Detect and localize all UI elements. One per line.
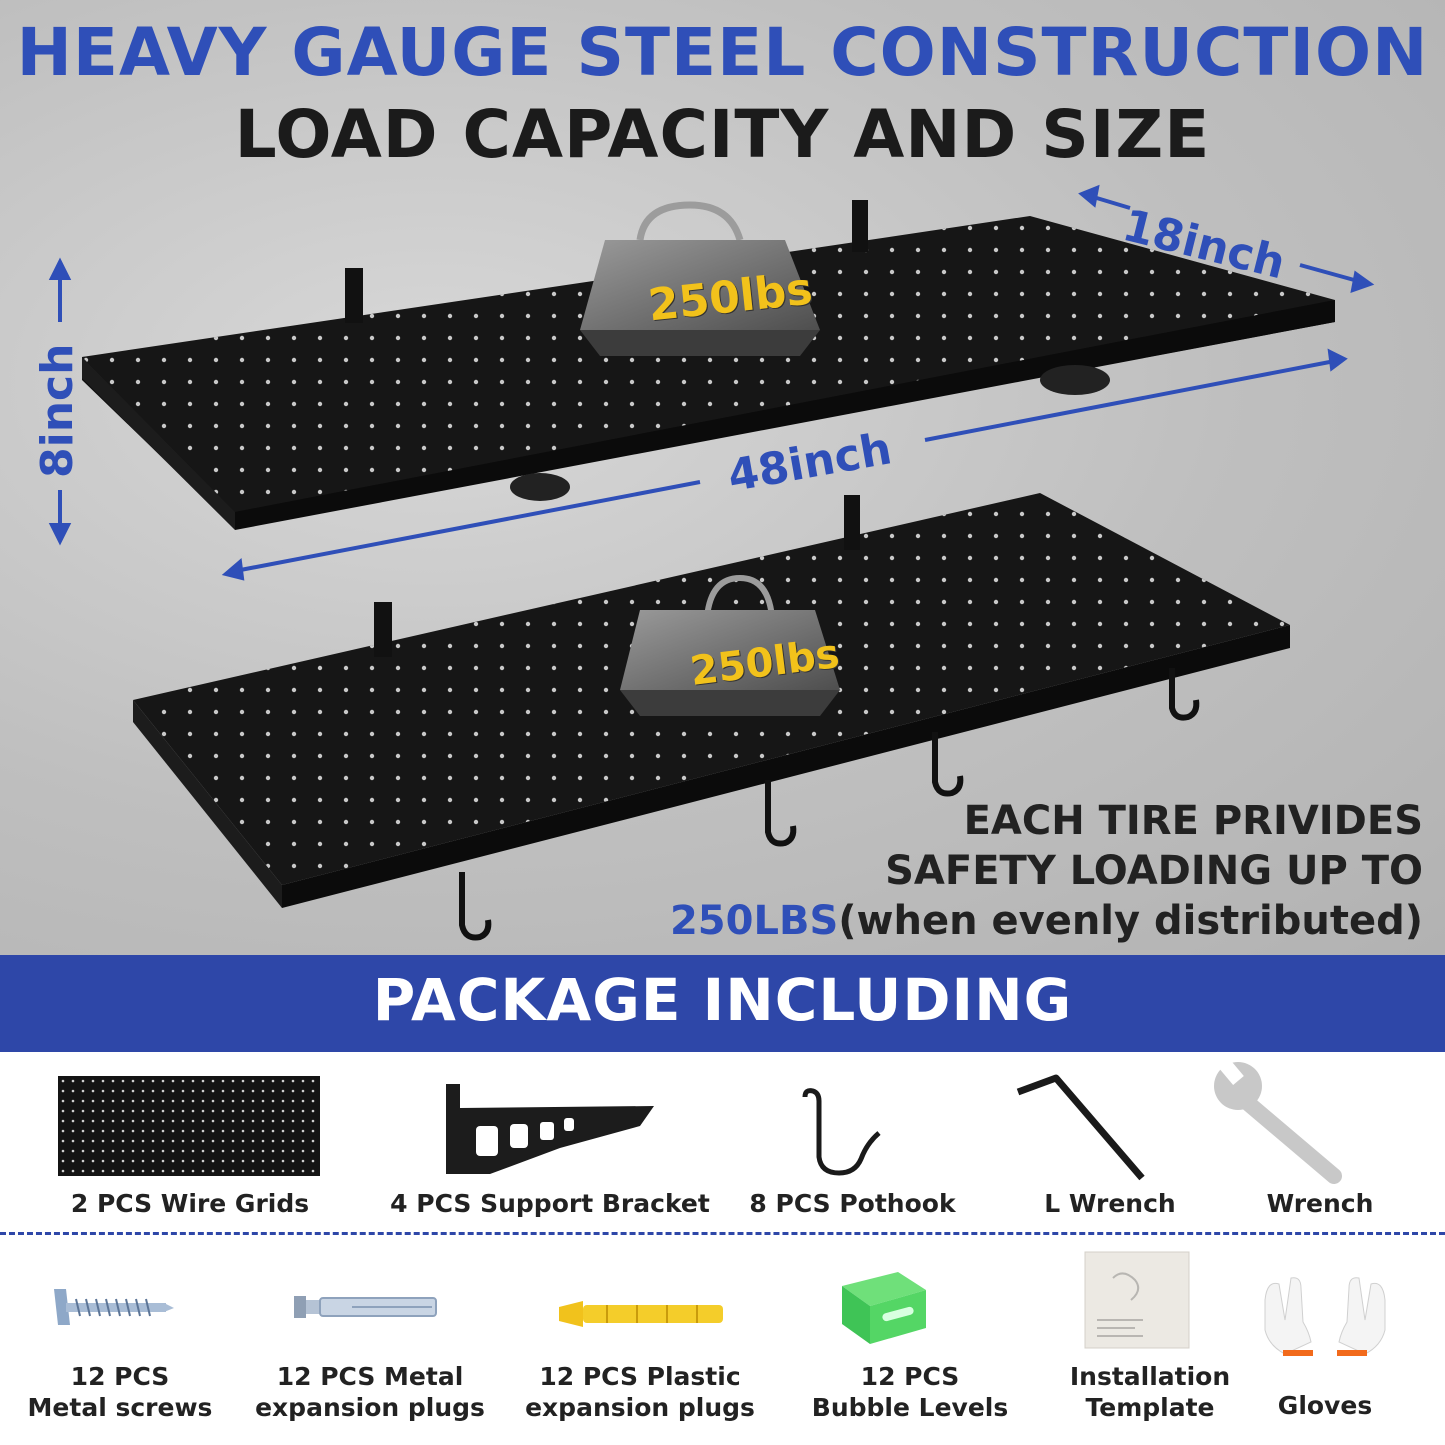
dimension-height-label: 8inch [32, 343, 83, 478]
load-note-line2: SAFETY LOADING UP TO [885, 848, 1423, 894]
item-metal-plugs-label: 12 PCS Metal expansion plugs [255, 1362, 485, 1422]
page-subtitle: LOAD CAPACITY AND SIZE [234, 96, 1211, 173]
weight-bottom-icon [620, 574, 840, 716]
load-note-line3: 250LBS(when evenly distributed) [670, 896, 1423, 946]
dimension-arrows [48, 184, 1375, 581]
item-wire-grids-label: 2 PCS Wire Grids [70, 1189, 310, 1218]
item-bubble-levels-label: 12 PCS Bubble Levels [811, 1362, 1009, 1422]
gloves-icon [1264, 1277, 1386, 1356]
weight-top-icon [580, 201, 820, 356]
item-pothook-label: 8 PCS Pothook [749, 1189, 956, 1218]
item-template-label: Installation Template [1069, 1362, 1231, 1422]
item-l-wrench-label: L Wrench [1044, 1189, 1176, 1218]
hero-section: HEAVY GAUGE STEEL CONSTRUCTION LOAD CAPA… [0, 0, 1445, 955]
hooks [459, 668, 1200, 941]
bubble-level-icon [842, 1272, 926, 1344]
plastic-plug-icon [559, 1301, 723, 1327]
bracket-tab [844, 495, 860, 550]
pothook-icon [802, 1088, 881, 1176]
wire-grid-icon [58, 1076, 320, 1176]
bracket-tab [852, 200, 868, 252]
page-title: HEAVY GAUGE STEEL CONSTRUCTION [16, 14, 1429, 91]
metal-plug-icon [294, 1296, 437, 1318]
package-divider [0, 1232, 1445, 1235]
bracket-tab [374, 602, 392, 657]
package-title: PACKAGE INCLUDING [372, 966, 1073, 1034]
bracket-tab [345, 268, 363, 323]
top-shelf [82, 200, 1335, 530]
item-support-bracket-label: 4 PCS Support Bracket [390, 1189, 710, 1218]
template-icon [1084, 1251, 1190, 1349]
screw-icon [54, 1289, 174, 1325]
l-wrench-icon [1016, 1074, 1145, 1181]
item-wrench-label: Wrench [1266, 1189, 1374, 1218]
item-gloves-label: Gloves [1277, 1391, 1373, 1420]
wrench-icon [1214, 1058, 1342, 1184]
load-note-highlight: 250LBS [669, 898, 839, 944]
load-note-rest: (when evenly distributed) [838, 898, 1423, 944]
item-plastic-plugs-label: 12 PCS Plastic expansion plugs [525, 1362, 755, 1422]
item-metal-screws-label: 12 PCS Metal screws [27, 1362, 213, 1422]
package-banner [0, 955, 1445, 1052]
support-bracket-icon [446, 1084, 654, 1174]
shelf-illustration [48, 184, 1375, 941]
load-note: EACH TIRE PRIVIDES SAFETY LOADING UP TO … [670, 796, 1423, 946]
load-note-line1: EACH TIRE PRIVIDES [963, 798, 1423, 844]
